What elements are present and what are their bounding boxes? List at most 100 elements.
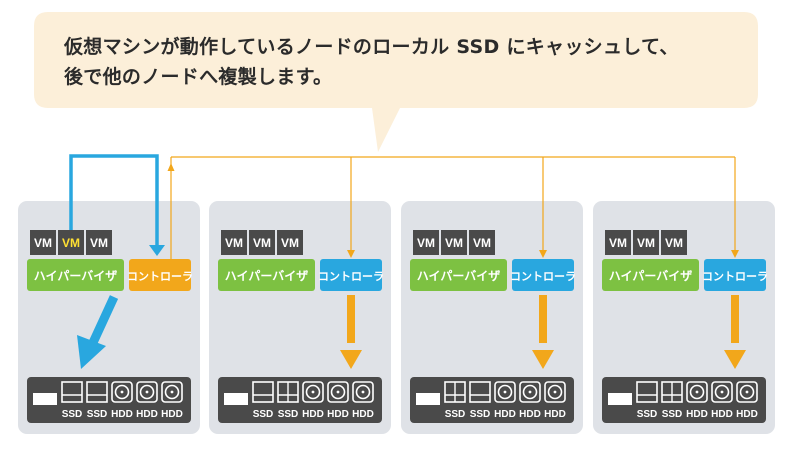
callout-line-1: 仮想マシンが動作しているノードのローカル SSD にキャッシュして、 [64,36,679,58]
ssd-icon [636,381,658,403]
disk-label: SSD [445,409,466,420]
hdd-icon-spindle [745,390,749,394]
write-arrow-shaft [347,295,355,343]
ssd-icon [252,381,274,403]
hdd-icon-spindle [311,390,315,394]
disk-label: HDD [494,409,516,420]
disk-label: HDD [711,409,733,420]
disk-label: SSD [470,409,491,420]
storage-slot-icon [33,393,57,405]
disk-label: SSD [87,409,108,420]
disk-label: HDD [111,409,133,420]
callout-bubble [34,12,758,152]
disk-label: HDD [736,409,758,420]
io-path-line [69,154,159,246]
hdd-icon-spindle [170,390,174,394]
vm-label: VM [34,236,52,250]
hdd-icon-spindle [528,390,532,394]
hdd-icon-spindle [553,390,557,394]
hdd-icon-spindle [503,390,507,394]
hypervisor-box [218,259,315,291]
vm-box [86,230,112,255]
storage-slot-icon [608,393,632,405]
disk-label: SSD [278,409,299,420]
hdd-icon-spindle [695,390,699,394]
disk-label: SSD [637,409,658,420]
hdd-icon-platter [355,384,371,400]
disk-label: HDD [686,409,708,420]
replication-arrowhead-up [167,163,175,171]
hypervisor-box [27,259,124,291]
replication-arrowhead-down [731,250,739,258]
vm-box [249,230,275,255]
controller-box [320,259,382,291]
vm-label: VM [665,236,683,250]
cache-arrowhead [77,335,106,369]
hdd-icon-platter [139,384,155,400]
io-path-arrowhead [149,245,165,256]
hdd-icon-platter [689,384,705,400]
callout-text: 仮想マシンが動作しているノードのローカル SSD にキャッシュして、 後で他のノ… [64,32,744,92]
hdd-icon-platter [739,384,755,400]
hdd-icon-spindle [336,390,340,394]
hdd-icon-platter [164,384,180,400]
disk-label: HDD [544,409,566,420]
disk-label: HDD [352,409,374,420]
controller-box [512,259,574,291]
storage-slot-icon [416,393,440,405]
hdd-icon-spindle [720,390,724,394]
controller-label: コントローラ [702,270,768,283]
controller-label: コントローラ [318,270,384,283]
hdd-icon-platter [522,384,538,400]
replication-arrowhead-down [539,250,547,258]
disk-label: HDD [136,409,158,420]
replication-lines [69,154,746,369]
vm-label: VM [62,236,80,250]
hdd-icon-spindle [120,390,124,394]
hdd-icon-platter [547,384,563,400]
vm-label: VM [281,236,299,250]
hypervisor-box [602,259,699,291]
vm-label: VM [445,236,463,250]
vm-box [633,230,659,255]
hypervisor-label: ハイパーバイザ [417,269,500,283]
vm-box [469,230,495,255]
hdd-icon-platter [330,384,346,400]
hdd-icon-platter [305,384,321,400]
vm-label: VM [253,236,271,250]
hypervisor-box [410,259,507,291]
vm-label: VM [473,236,491,250]
write-arrow-shaft [731,295,739,343]
hdd-icon-spindle [361,390,365,394]
vm-box [30,230,56,255]
vm-box-active [58,230,84,255]
controller-label: コントローラ [510,270,576,283]
callout-shape [34,12,758,152]
callout-line-2: 後で他のノードへ複製します。 [64,66,333,88]
disk-label: HDD [161,409,183,420]
storage-slot-icon [224,393,248,405]
vm-box [221,230,247,255]
hdd-icon-platter [714,384,730,400]
hypervisor-label: ハイパーバイザ [225,269,308,283]
replication-arrowhead-down [347,250,355,258]
ssd-icon [86,381,108,403]
vm-label: VM [225,236,243,250]
write-arrowhead [724,350,746,369]
disk-label: HDD [327,409,349,420]
vm-box [661,230,687,255]
controller-box [129,259,191,291]
ssd-icon [469,381,491,403]
vm-label: VM [417,236,435,250]
vm-box [413,230,439,255]
vm-label: VM [90,236,108,250]
vm-box [605,230,631,255]
disk-label: SSD [662,409,683,420]
hdd-icon-platter [114,384,130,400]
disk-label: SSD [62,409,83,420]
vm-box [441,230,467,255]
